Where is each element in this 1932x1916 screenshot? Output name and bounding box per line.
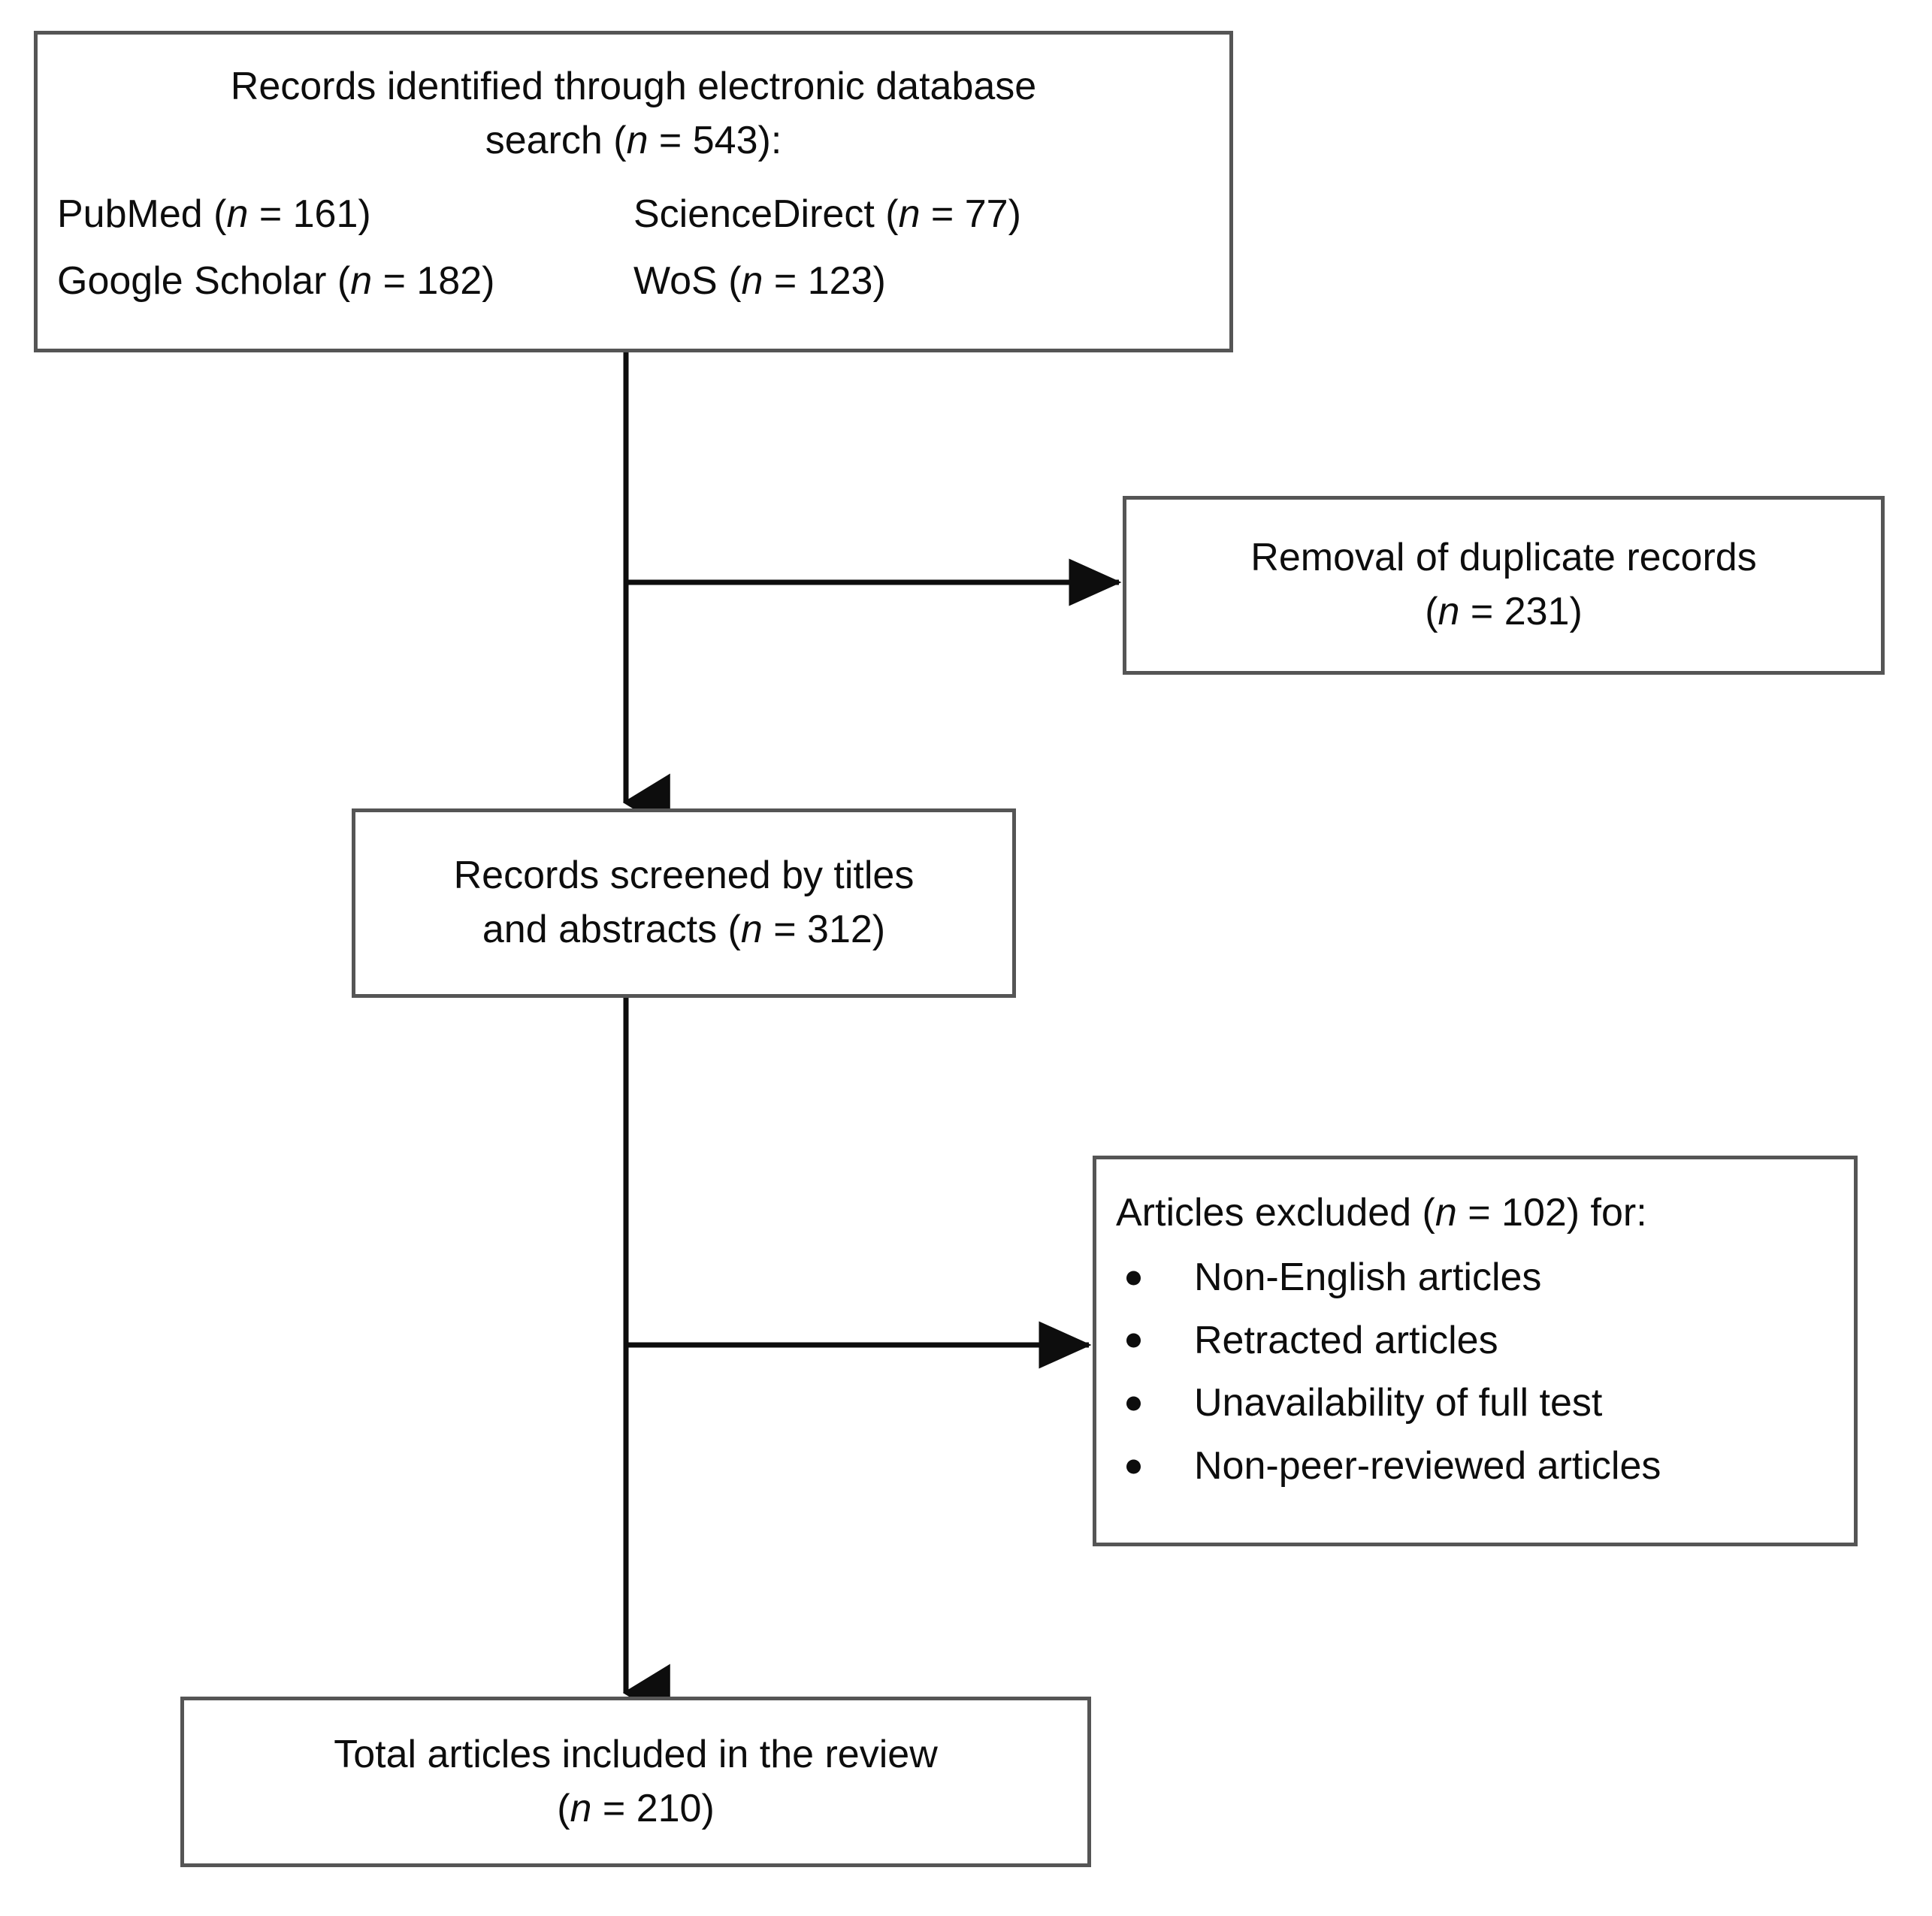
source-google-scholar-n-symbol: n xyxy=(350,259,373,304)
identification-heading-prefix: search ( xyxy=(485,118,627,162)
bullet-icon xyxy=(1126,1271,1141,1286)
exclusions-heading: Articles excluded (n = 102) for: xyxy=(1096,1186,1854,1241)
source-pubmed-value: = 161) xyxy=(248,192,371,236)
source-pubmed-n-symbol: n xyxy=(226,192,249,236)
box-records-screened: Records screened by titles and abstracts… xyxy=(352,808,1016,998)
source-google-scholar-value: = 182) xyxy=(372,259,495,304)
exclusions-n-symbol: n xyxy=(1435,1191,1457,1235)
list-item: Non-peer-reviewed articles xyxy=(1116,1440,1854,1494)
bullet-icon xyxy=(1126,1333,1141,1348)
box-removal-of-duplicates: Removal of duplicate records (n = 231) xyxy=(1123,496,1885,675)
source-wos-label: WoS ( xyxy=(633,259,742,304)
exclusion-reason-label: Non-peer-reviewed articles xyxy=(1194,1444,1661,1488)
exclusion-reason-label: Non-English articles xyxy=(1194,1255,1542,1299)
duplicates-count-prefix: ( xyxy=(1425,590,1438,633)
included-count-value: = 210) xyxy=(591,1786,715,1830)
source-sciencedirect-value: = 77) xyxy=(920,192,1021,236)
source-wos: WoS (n = 123) xyxy=(633,255,1210,309)
included-line1: Total articles included in the review xyxy=(334,1732,938,1776)
duplicates-line1: Removal of duplicate records xyxy=(1250,536,1757,580)
duplicates-count: (n = 231) xyxy=(1126,585,1881,639)
identification-heading-value: = 543): xyxy=(648,118,782,162)
screening-n-symbol: n xyxy=(740,908,763,951)
identification-source-grid: PubMed (n = 161) ScienceDirect (n = 77) … xyxy=(38,168,1229,310)
box-total-articles-included: Total articles included in the review (n… xyxy=(180,1697,1091,1867)
box-articles-excluded: Articles excluded (n = 102) for: Non-Eng… xyxy=(1093,1156,1858,1546)
identification-heading-line1: Records identified through electronic da… xyxy=(230,65,1037,108)
source-sciencedirect-n-symbol: n xyxy=(898,192,921,236)
exclusions-heading-value: = 102) for: xyxy=(1456,1191,1647,1235)
identification-heading-n-symbol: n xyxy=(626,118,649,162)
screening-count-value: = 312) xyxy=(762,908,886,951)
exclusions-heading-prefix: Articles excluded ( xyxy=(1116,1191,1435,1235)
included-n-symbol: n xyxy=(570,1786,592,1830)
screening-line2: and abstracts (n = 312) xyxy=(355,903,1012,957)
included-count: (n = 210) xyxy=(184,1782,1087,1836)
identification-heading-line2: search (n = 543): xyxy=(38,114,1229,168)
source-google-scholar: Google Scholar (n = 182) xyxy=(57,255,633,309)
source-pubmed: PubMed (n = 161) xyxy=(57,188,633,242)
screening-line1: Records screened by titles xyxy=(453,854,915,898)
box-records-identified: Records identified through electronic da… xyxy=(34,31,1233,352)
screening-line2-prefix: and abstracts ( xyxy=(482,908,741,951)
source-pubmed-label: PubMed ( xyxy=(57,192,227,236)
list-item: Unavailability of full test xyxy=(1116,1377,1854,1431)
exclusion-reason-label: Unavailability of full test xyxy=(1194,1381,1603,1425)
bullet-icon xyxy=(1126,1396,1141,1411)
source-wos-value: = 123) xyxy=(763,259,886,304)
included-count-prefix: ( xyxy=(557,1786,570,1830)
duplicates-count-value: = 231) xyxy=(1459,590,1583,633)
bullet-icon xyxy=(1126,1459,1141,1474)
list-item: Retracted articles xyxy=(1116,1314,1854,1368)
source-sciencedirect: ScienceDirect (n = 77) xyxy=(633,188,1210,242)
duplicates-n-symbol: n xyxy=(1438,590,1460,633)
source-google-scholar-label: Google Scholar ( xyxy=(57,259,351,304)
exclusions-reason-list: Non-English articles Retracted articles … xyxy=(1096,1251,1854,1503)
source-wos-n-symbol: n xyxy=(741,259,763,304)
source-sciencedirect-label: ScienceDirect ( xyxy=(633,192,899,236)
exclusion-reason-label: Retracted articles xyxy=(1194,1318,1498,1362)
list-item: Non-English articles xyxy=(1116,1251,1854,1305)
